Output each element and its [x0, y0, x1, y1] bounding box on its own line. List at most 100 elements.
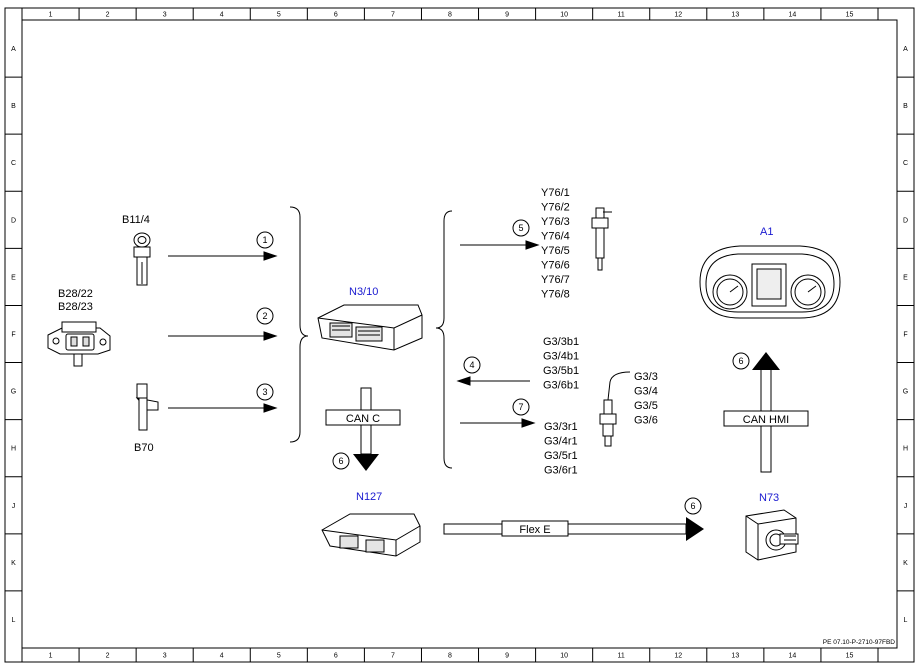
o2-sensor-list: G3/3G3/4G3/5G3/6 [634, 371, 658, 427]
row-marker-E: E [11, 274, 16, 281]
svg-text:6: 6 [338, 456, 343, 466]
flex-e-arrow: Flex E [443, 517, 704, 541]
o2-sensor-icon [599, 371, 631, 447]
column-marker-14: 14 [789, 653, 797, 660]
a1-instrument-cluster-icon [699, 245, 841, 319]
svg-text:5: 5 [518, 223, 523, 233]
n73-label: N73 [759, 492, 779, 504]
column-marker-10: 10 [560, 653, 568, 660]
o2-heater-input-label-1: G3/3b1 [543, 336, 579, 348]
row-marker-F: F [903, 332, 907, 339]
can-c-arrow: CAN C [325, 387, 401, 471]
b70-label: B70 [134, 442, 154, 454]
b28-22-label: B28/22 [58, 288, 93, 300]
row-marker-A: A [903, 46, 908, 53]
can-hmi-label: CAN HMI [743, 414, 789, 426]
column-marker-9: 9 [505, 653, 509, 660]
b28-23-label: B28/23 [58, 301, 93, 313]
column-marker-8: 8 [448, 12, 452, 19]
row-marker-F: F [11, 332, 15, 339]
injector-label-6: Y76/6 [541, 260, 570, 272]
injector-label-1: Y76/1 [541, 187, 570, 199]
row-marker-K: K [903, 560, 908, 567]
column-marker-8: 8 [448, 653, 452, 660]
row-marker-B: B [903, 103, 908, 110]
row-marker-D: D [11, 217, 16, 224]
o2-sensor-label-4: G3/6 [634, 415, 658, 427]
row-marker-K: K [11, 560, 16, 567]
column-marker-3: 3 [163, 653, 167, 660]
signal-number-6-can-c: 6 [332, 452, 350, 470]
column-marker-10: 10 [560, 12, 568, 19]
svg-text:6: 6 [690, 501, 695, 511]
svg-text:7: 7 [518, 402, 523, 412]
row-marker-G: G [11, 389, 16, 396]
can-c-label: CAN C [346, 413, 380, 425]
column-marker-1: 1 [49, 653, 53, 660]
signal-number-5: 5 [512, 219, 530, 237]
right-brace [435, 210, 453, 469]
column-marker-11: 11 [618, 653, 625, 660]
svg-text:1: 1 [262, 235, 267, 245]
signal-number-4: 4 [463, 356, 481, 374]
column-marker-7: 7 [391, 12, 395, 19]
injector-icon [591, 207, 612, 271]
n73-ignition-switch-icon [745, 509, 799, 561]
o2-heater-output-label-4: G3/6r1 [544, 465, 578, 477]
b28-pressure-sensor-icon [47, 321, 111, 367]
b70-sensor-icon [135, 383, 159, 431]
row-marker-E: E [903, 274, 908, 281]
signal-number-3: 3 [256, 383, 274, 401]
o2-heater-output-label-2: G3/4r1 [544, 436, 578, 448]
svg-text:3: 3 [262, 387, 267, 397]
column-marker-12: 12 [674, 653, 682, 660]
column-marker-13: 13 [731, 653, 739, 660]
b11-4-label: B11/4 [122, 214, 150, 226]
row-marker-J: J [12, 503, 16, 510]
outer-frame [4, 7, 915, 663]
left-brace [289, 206, 309, 443]
column-marker-9: 9 [505, 12, 509, 19]
row-marker-J: J [904, 503, 908, 510]
row-marker-H: H [11, 446, 16, 453]
o2-heater-input-label-2: G3/4b1 [543, 351, 579, 363]
o2-sensor-label-3: G3/5 [634, 400, 658, 412]
signal-number-6-flex-e: 6 [684, 497, 702, 515]
o2-heater-input-label-3: G3/5b1 [543, 365, 579, 377]
a1-label: A1 [760, 226, 773, 238]
row-marker-B: B [11, 103, 16, 110]
signal-arrows-inputs [168, 251, 278, 413]
column-marker-3: 3 [163, 12, 167, 19]
injector-label-8: Y76/8 [541, 289, 570, 301]
column-marker-15: 15 [846, 12, 854, 19]
row-marker-C: C [11, 160, 16, 167]
injector-label-4: Y76/4 [541, 231, 570, 243]
column-marker-13: 13 [731, 12, 739, 19]
row-marker-A: A [11, 46, 16, 53]
n127-label: N127 [356, 491, 382, 503]
column-marker-11: 11 [618, 12, 625, 19]
signal-number-2: 2 [256, 307, 274, 325]
signal-arrow-5 [460, 240, 540, 250]
column-marker-5: 5 [277, 12, 281, 19]
row-marker-H: H [903, 446, 908, 453]
column-marker-4: 4 [220, 12, 224, 19]
b11-4-sensor-icon [133, 232, 151, 286]
row-marker-G: G [903, 389, 908, 396]
svg-text:4: 4 [469, 360, 474, 370]
signal-arrow-7 [460, 418, 536, 428]
n3-10-label: N3/10 [349, 286, 378, 298]
flex-e-label: Flex E [519, 524, 550, 536]
can-hmi-arrow: CAN HMI [723, 352, 809, 473]
signal-number-1: 1 [256, 231, 274, 249]
column-marker-6: 6 [334, 653, 338, 660]
n3-10-ecu-icon [317, 304, 423, 351]
row-marker-D: D [903, 217, 908, 224]
o2-heater-output-label-3: G3/5r1 [544, 450, 578, 462]
o2-sensor-label-1: G3/3 [634, 371, 658, 383]
column-marker-5: 5 [277, 653, 281, 660]
